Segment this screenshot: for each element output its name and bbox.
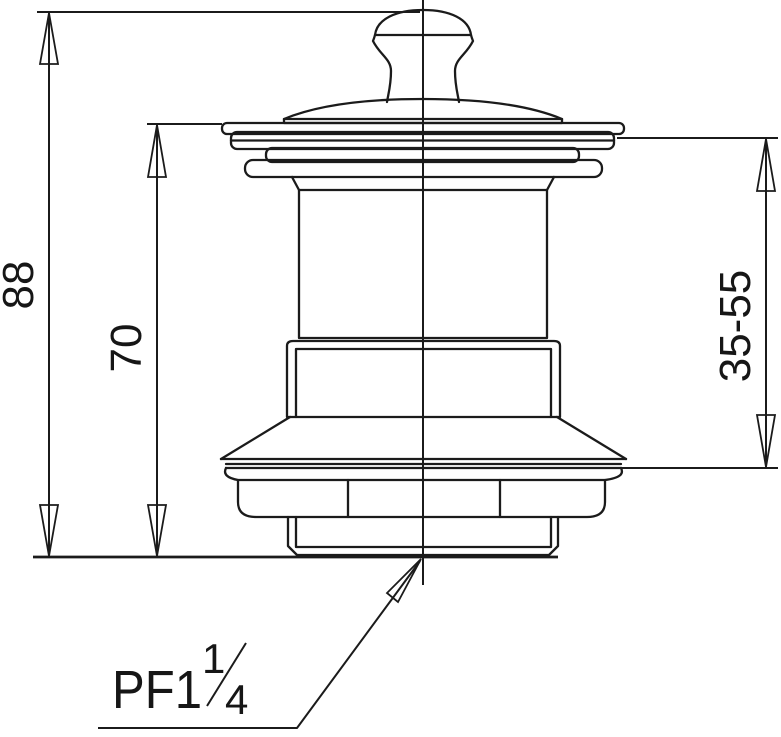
thread-outline bbox=[286, 515, 560, 557]
callout-fraction-denominator: 4 bbox=[225, 676, 248, 723]
callout-prefix-label: PF1 bbox=[112, 660, 202, 720]
cap-top-curve bbox=[282, 97, 564, 121]
dim-70-label: 70 bbox=[102, 324, 151, 373]
locknut-flat-lines bbox=[346, 478, 502, 519]
flange-ring-stack bbox=[220, 121, 626, 179]
dimension-upper-height: 70 bbox=[102, 123, 222, 557]
coupling-outline bbox=[285, 339, 562, 419]
dim-70-arrow-up bbox=[146, 124, 168, 178]
knob-left-profile bbox=[371, 8, 425, 104]
dim-3555-arrow-down bbox=[755, 414, 777, 468]
flange-ring-1 bbox=[220, 121, 626, 136]
dim-70-arrow-down bbox=[146, 504, 168, 557]
upper-body bbox=[290, 175, 556, 340]
dimension-overall-height: 88 bbox=[0, 11, 420, 557]
dim-88-label: 88 bbox=[0, 261, 43, 310]
flange-molding bbox=[223, 466, 624, 482]
dimension-mounting-range: 35-55 bbox=[617, 137, 778, 469]
flange-ring-3 bbox=[264, 146, 581, 164]
locknut-outline bbox=[236, 478, 607, 519]
dim-3555-label: 35-55 bbox=[711, 270, 760, 383]
callout-fraction-numerator: 1 bbox=[202, 635, 225, 682]
dim-88-arrow-down bbox=[38, 504, 60, 557]
thread-callout: PF1 1 4 bbox=[98, 558, 422, 729]
callout-fraction-slash bbox=[206, 642, 247, 707]
dim-3555-arrow-up bbox=[755, 138, 777, 192]
callout-leader-line bbox=[98, 560, 421, 729]
callout-leader-arrow bbox=[385, 558, 422, 604]
flange-cone-sides bbox=[219, 415, 628, 461]
conical-flange bbox=[219, 415, 628, 482]
drain-fitting-outline bbox=[219, 8, 628, 557]
coupling-section bbox=[285, 339, 562, 419]
dim-88-arrow-up bbox=[38, 12, 60, 65]
locknut bbox=[236, 478, 607, 519]
flange-ring-4 bbox=[243, 158, 604, 179]
threaded-tail bbox=[286, 515, 560, 557]
coupling-inner-lines bbox=[294, 347, 553, 419]
thread-inner-lines bbox=[294, 515, 553, 549]
lift-knob bbox=[371, 8, 475, 104]
flange-bottom-lines bbox=[219, 457, 628, 470]
body-profile bbox=[290, 175, 556, 340]
knob-right-profile bbox=[421, 8, 475, 104]
